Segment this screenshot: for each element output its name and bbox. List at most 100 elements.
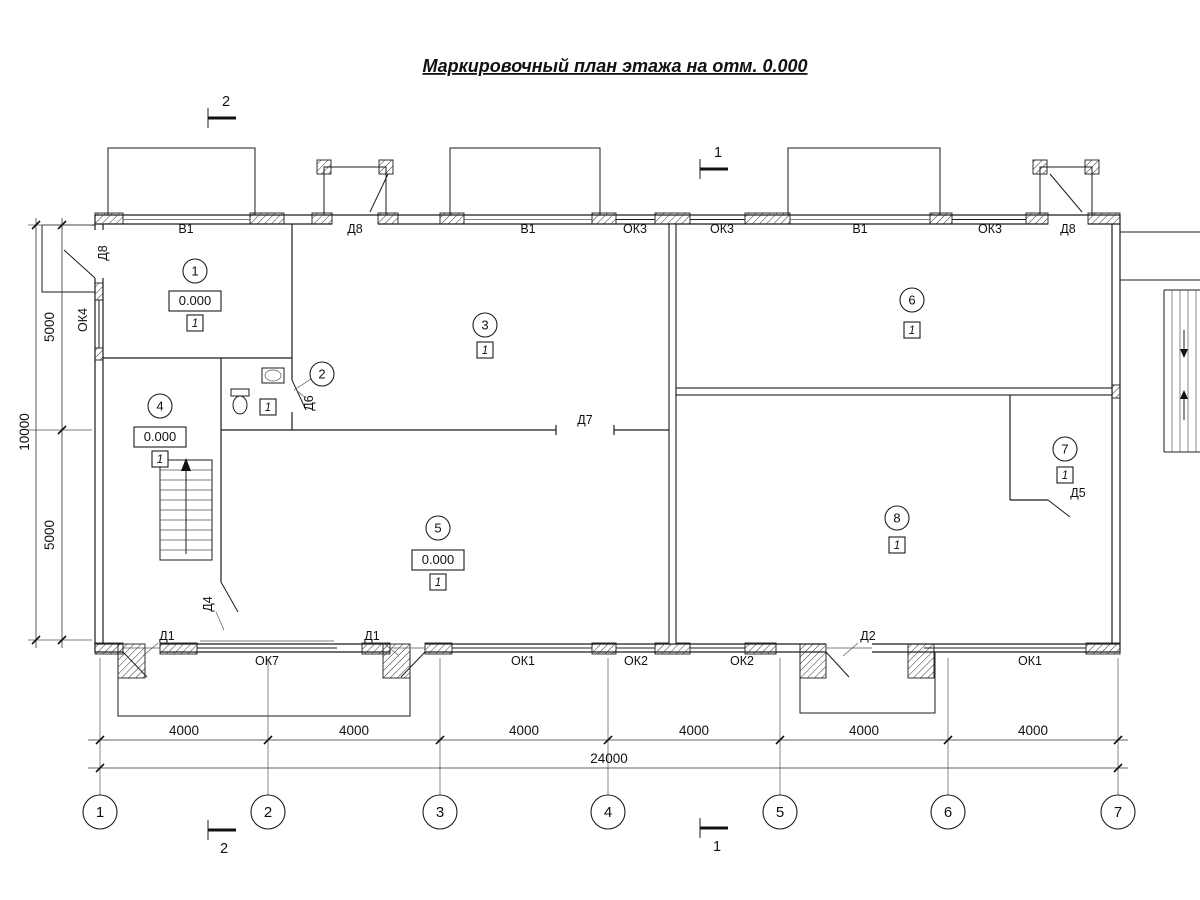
sink [261, 367, 285, 384]
axis-6: 6 [944, 804, 952, 821]
section-2-top: 2 [222, 94, 230, 110]
label-ok3-3: ОК3 [978, 222, 1002, 236]
dim-bay-5: 4000 [849, 723, 879, 738]
room-4-mark: 1 [157, 454, 163, 466]
room-4-elevation: 0.000 [144, 429, 177, 444]
room-1-elevation: 0.000 [179, 293, 212, 308]
axis-bubble-2 [250, 794, 286, 830]
axis-bubble-7 [1100, 794, 1136, 830]
label-ok2-1: ОК2 [624, 654, 648, 668]
door-leaf-d1b [400, 651, 426, 678]
room-3-bubble [472, 312, 498, 338]
drawing-title: Маркировочный план этажа на отм. 0.000 [422, 56, 807, 76]
room-5-elevation: 0.000 [422, 552, 455, 567]
axis-1: 1 [96, 804, 104, 821]
toilet-fixtures [230, 367, 285, 415]
room-1-elevation-box [168, 290, 222, 312]
section-1-bottom: 1 [713, 839, 721, 855]
label-d2: Д2 [860, 629, 875, 643]
door-leaf-d6 [291, 379, 307, 411]
door-leaf-d4 [220, 581, 239, 613]
section-1-top: 1 [714, 145, 722, 161]
dim-left-total: 10000 [17, 413, 32, 451]
label-ok3-2: ОК3 [710, 222, 734, 236]
label-v1-2: В1 [520, 222, 535, 236]
room-4-mark-box [151, 450, 169, 468]
room-8-mark-box [888, 536, 906, 554]
wall-piers [94, 159, 1121, 679]
label-v1-1: В1 [178, 222, 193, 236]
stair-direction-arrow [181, 458, 191, 471]
dim-bay-2: 4000 [339, 723, 369, 738]
room-2-mark: 1 [265, 402, 271, 414]
dim-left-top: 5000 [42, 312, 57, 342]
dim-bay-6: 4000 [1018, 723, 1048, 738]
label-ok1-1: ОК1 [511, 654, 535, 668]
room-6-mark-box [903, 321, 921, 339]
door-leaf-d8-right [1049, 173, 1083, 213]
room-2-bubble [309, 361, 335, 387]
label-d8-2: Д8 [347, 222, 362, 236]
room-8-bubble [884, 505, 910, 531]
axis-bubble-6 [930, 794, 966, 830]
label-d5: Д5 [1070, 486, 1085, 500]
axis-bubble-1 [82, 794, 118, 830]
dim-bay-3: 4000 [509, 723, 539, 738]
axis-2: 2 [264, 804, 272, 821]
interior-walls [103, 223, 1113, 645]
dim-total: 24000 [590, 751, 628, 766]
room-2-number: 2 [318, 367, 325, 382]
room-7-number: 7 [1061, 442, 1068, 457]
windows [98, 219, 1086, 649]
wc-bowl [232, 395, 248, 415]
room-1-bubble [182, 258, 208, 284]
room-7-mark-box [1056, 466, 1074, 484]
axis-5: 5 [776, 804, 784, 821]
wc-tank [230, 388, 250, 397]
stair-arrow-up [1180, 390, 1188, 399]
room-1-mark: 1 [192, 318, 198, 330]
room-5-number: 5 [434, 521, 441, 536]
dim-bay-1: 4000 [169, 723, 199, 738]
sink-basin [264, 369, 282, 382]
door-leaf-d5 [1047, 499, 1071, 518]
door-leaf-d1a [122, 651, 148, 678]
axis-4: 4 [604, 804, 612, 821]
room-1-number: 1 [191, 264, 198, 279]
door-leaf-d8-left [63, 249, 96, 279]
axis-bubble-3 [422, 794, 458, 830]
opening-labels: Д8 В1 Д8 В1 ОК3 ОК3 В1 ОК3 Д8 ОК4 Д6 Д7 … [76, 222, 1086, 668]
axis-bubble-5 [762, 794, 798, 830]
room-4-number: 4 [156, 399, 163, 414]
room-8-mark: 1 [894, 540, 900, 552]
stair-arrow-down [1180, 349, 1188, 358]
axis-3: 3 [436, 804, 444, 821]
doors [63, 173, 1083, 678]
label-v1-3: В1 [852, 222, 867, 236]
staircase-left [159, 458, 213, 561]
room-4-bubble [147, 393, 173, 419]
door-leaf-d8-top [369, 173, 389, 213]
room-3-mark: 1 [482, 345, 488, 357]
room-6-number: 6 [908, 293, 915, 308]
room-7-bubble [1052, 436, 1078, 462]
label-ok3-1: ОК3 [623, 222, 647, 236]
room-6-mark: 1 [909, 325, 915, 337]
room-3-number: 3 [481, 318, 488, 333]
outer-walls [94, 214, 1121, 653]
room-1-mark-box [186, 314, 204, 332]
label-ok7: ОК7 [255, 654, 279, 668]
room-annotations: 1 0.000 1 2 1 3 1 4 0.000 1 5 0.000 1 6 … [133, 258, 1078, 591]
label-ok1-2: ОК1 [1018, 654, 1042, 668]
dimensions-bottom: 4000 4000 4000 4000 4000 4000 24000 [88, 658, 1128, 776]
label-d1-1: Д1 [159, 629, 174, 643]
staircase-right [1163, 289, 1200, 453]
label-ok4: ОК4 [76, 308, 90, 332]
room-2-mark-box [259, 398, 277, 416]
room-4-elevation-box [133, 426, 187, 448]
room-5-mark-box [429, 573, 447, 591]
label-d8-3: Д8 [1060, 222, 1075, 236]
label-ok2-2: ОК2 [730, 654, 754, 668]
porches [41, 147, 1200, 717]
